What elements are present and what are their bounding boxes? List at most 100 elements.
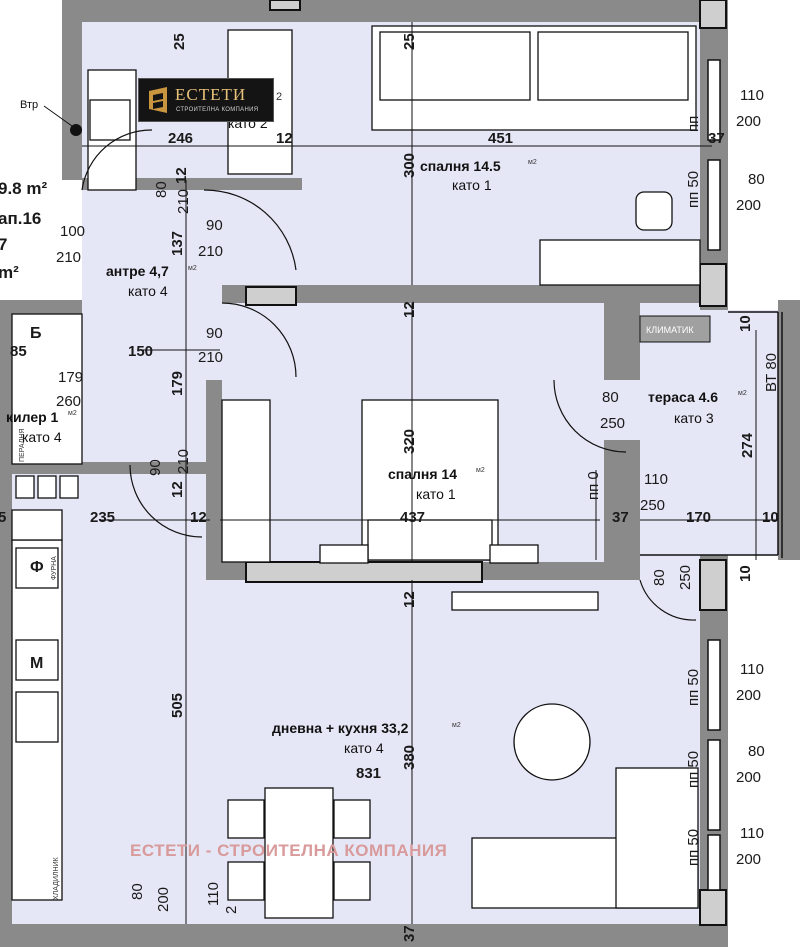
dim-179a: 179	[58, 369, 83, 386]
bedroom2-floor: като 1	[416, 486, 456, 502]
dim-80b: 80	[153, 181, 170, 198]
apartment-area: 9.8 m²	[0, 179, 47, 198]
dim-250b: 250	[640, 497, 665, 514]
hall-name: антре 4,7	[106, 263, 169, 279]
apartment-area-2: m²	[0, 263, 19, 282]
dim-90b: 90	[206, 325, 223, 342]
dim-12d: 12	[169, 481, 186, 498]
dim-90a: 90	[206, 217, 223, 234]
dim-200c: 200	[736, 687, 761, 704]
ac-unit	[639, 315, 711, 343]
dim-pp50c: пп 50	[685, 751, 702, 788]
bedroom2-unit: м2	[476, 467, 485, 474]
dim-250c: 250	[677, 565, 694, 590]
storage-name: килер 1	[6, 409, 59, 425]
dim-179b: 179	[169, 371, 186, 396]
dim-110b: 110	[644, 471, 668, 488]
apartment-label-7: 7	[0, 235, 7, 254]
terrace-name: тераса 4.6	[648, 389, 718, 405]
door-swings	[81, 129, 697, 621]
furniture	[11, 25, 701, 919]
dim-10c: 10	[737, 565, 754, 582]
dim-80a: 80	[748, 171, 765, 188]
dim-210e: 210	[175, 449, 192, 474]
dim-380: 380	[401, 745, 418, 770]
bedroom1-unit: м2	[528, 159, 537, 166]
storage-floor: като 4	[22, 429, 62, 445]
dim-25a: 25	[171, 33, 188, 50]
living-name: дневна + кухня 33,2	[272, 720, 409, 736]
dim-235: 235	[90, 509, 115, 526]
dim-150: 150	[128, 343, 153, 360]
dim-200e: 200	[736, 851, 761, 868]
dim-10b: 10	[762, 509, 779, 526]
dim-505: 505	[169, 693, 186, 718]
dim-pp50d: пп 50	[685, 829, 702, 866]
logo-name: ЕСТЕТИ	[175, 85, 247, 104]
storage-unit: м2	[68, 410, 77, 417]
ac-label: КЛИМАТИК	[646, 325, 694, 335]
dim-200b: 200	[736, 197, 761, 214]
logo-tagline: СТРОИТЕЛНА КОМПАНИЯ	[176, 107, 259, 113]
washer-label: ПЕРАЛНЯ	[19, 429, 26, 462]
dim-2: 2	[223, 906, 240, 914]
hall-unit: м2	[188, 265, 197, 272]
dim-pp50a: пп 50	[685, 171, 702, 208]
dim-37a: 37	[708, 130, 725, 147]
dim-110e: 110	[205, 882, 222, 906]
terrace-unit: м2	[738, 390, 747, 397]
dim-831: 831	[356, 765, 381, 782]
dim-12f: 12	[401, 591, 418, 608]
dim-200d: 200	[736, 769, 761, 786]
dim-25b: 25	[401, 33, 418, 50]
dim-110d: 110	[740, 825, 764, 842]
dim-210d: 210	[198, 349, 223, 366]
dim-200f: 200	[155, 887, 172, 912]
dim-37b: 37	[612, 509, 629, 526]
m-letter: М	[30, 655, 43, 672]
dim-250a: 250	[600, 415, 625, 432]
dim-12e: 12	[190, 509, 207, 526]
drain-marker	[70, 124, 82, 136]
dim-pp0: пп 0	[585, 471, 602, 500]
dim-274: 274	[739, 432, 756, 458]
company-logo: ЕСТЕТИ СТРОИТЕЛНА КОМПАНИЯ	[138, 78, 274, 122]
fridge-label: ХЛАДИЛНИК	[53, 856, 60, 900]
dimension-labels: 25 25 246 12 451 37 300 110 200 пп 80 20…	[0, 33, 779, 942]
dim-260: 260	[56, 393, 81, 410]
logo-mark-icon	[149, 87, 167, 113]
hall-floor: като 4	[128, 283, 168, 299]
dim-85: 85	[10, 343, 27, 360]
dim-5: 5	[0, 509, 6, 526]
vt80-label: ВТ 80	[763, 353, 780, 392]
terrace-railing	[640, 311, 783, 558]
living-unit: м2	[452, 722, 461, 729]
dim-10a: 10	[737, 315, 754, 332]
dim-210c: 210	[198, 243, 223, 260]
dim-200a: 200	[736, 113, 761, 130]
dim-80d: 80	[651, 569, 668, 586]
dim-12a: 12	[276, 130, 293, 147]
b-letter: Б	[30, 325, 42, 342]
bedroom2-name: спалня 14	[388, 466, 457, 482]
dim-80c: 80	[602, 389, 619, 406]
dim-300: 300	[401, 153, 418, 178]
dim-170: 170	[686, 509, 711, 526]
dim-110a: 110	[740, 87, 764, 104]
dim-100: 100	[60, 223, 85, 240]
windows	[707, 59, 721, 891]
dim-246: 246	[168, 130, 193, 147]
dim-12b: 12	[173, 167, 190, 184]
oven-label: ФУРНА	[51, 556, 58, 580]
dim-451: 451	[488, 130, 513, 147]
dim-210b: 210	[56, 249, 81, 266]
living-floor: като 4	[344, 740, 384, 756]
dim-437: 437	[400, 509, 425, 526]
dim-80e: 80	[748, 743, 765, 760]
dim-80f: 80	[129, 883, 146, 900]
dim-210a: 210	[175, 189, 192, 214]
bath-digit: 2	[276, 91, 282, 103]
bedroom1-floor: като 1	[452, 177, 492, 193]
